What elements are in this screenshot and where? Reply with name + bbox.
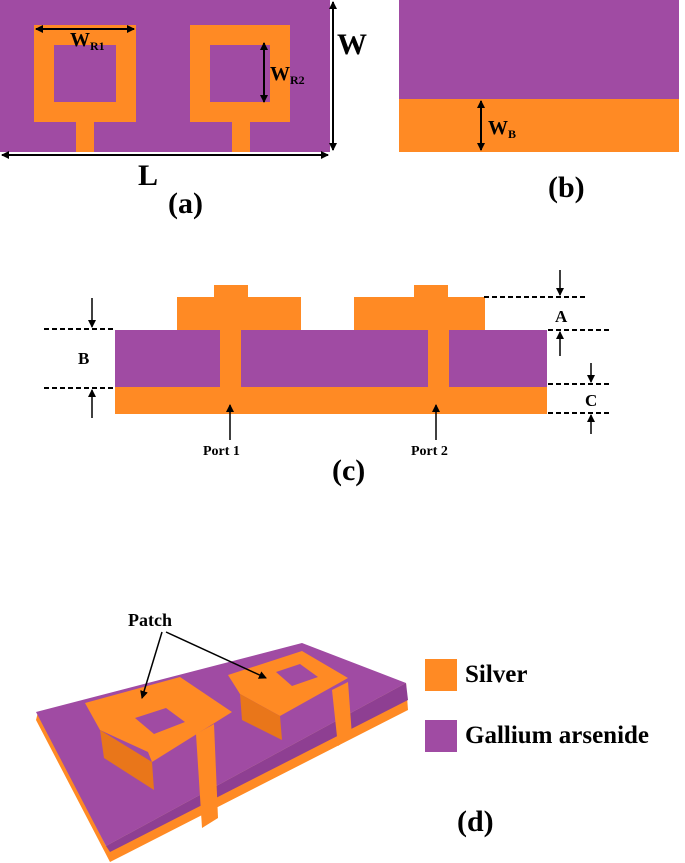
patch-pointer-arrows [140, 631, 267, 699]
dimension-label-c: C [585, 391, 597, 410]
panel-b-bottom-view: WB (b) [399, 0, 679, 204]
panel-a-top-view: WR1 WR2 W L (a) [0, 0, 367, 220]
patch-label: Patch [128, 610, 172, 630]
legend-label-silver: Silver [465, 661, 528, 688]
side-ground-plane [115, 387, 547, 414]
legend-label-gallium-arsenide: Gallium arsenide [465, 722, 650, 749]
side-dimension-arrows [88, 270, 595, 440]
port-1-label: Port 1 [203, 444, 240, 459]
dimension-label-wr2: WR2 [270, 63, 305, 87]
dimension-label-wr1: WR1 [70, 29, 105, 53]
substrate-bottom [399, 0, 679, 99]
ring-patch-2 [190, 25, 290, 152]
side-via-2 [428, 330, 449, 387]
dimension-label-a: A [555, 307, 568, 326]
side-patch-1-top [214, 285, 248, 299]
iso-substrate-top [36, 643, 406, 846]
side-patch-2-top [414, 285, 448, 299]
side-substrate [115, 330, 547, 387]
legend-item-gallium-arsenide: Gallium arsenide [425, 716, 685, 756]
material-legend: Silver Gallium arsenide [425, 655, 685, 777]
dashed-reference-lines [44, 296, 610, 414]
port-2-label: Port 2 [411, 444, 448, 459]
panel-label-c: (c) [332, 454, 365, 487]
ground-plane [399, 99, 679, 152]
panel-c-side-view: B A C Port 1 Port 2 (c) [44, 270, 610, 487]
iso-substrate-side [106, 683, 408, 852]
panel-label-b: (b) [548, 171, 585, 204]
dimension-label-b: B [78, 349, 89, 368]
side-via-1 [220, 330, 241, 387]
side-patch-1 [177, 297, 301, 330]
ring-patch-1 [34, 25, 136, 152]
dimension-label-wb: WB [488, 117, 516, 141]
panel-label-d: (d) [457, 805, 494, 838]
silver-swatch [425, 659, 457, 691]
legend-item-silver: Silver [425, 655, 685, 695]
dimension-label-w: W [337, 28, 367, 61]
dimension-label-l: L [138, 159, 158, 192]
iso-patch-2 [228, 651, 352, 746]
iso-patch-1 [85, 677, 232, 828]
panel-d-3d-view: Patch (d) [36, 610, 494, 862]
gallium-arsenide-swatch [425, 720, 457, 752]
side-patch-2 [354, 297, 485, 330]
panel-label-a: (a) [168, 187, 203, 220]
